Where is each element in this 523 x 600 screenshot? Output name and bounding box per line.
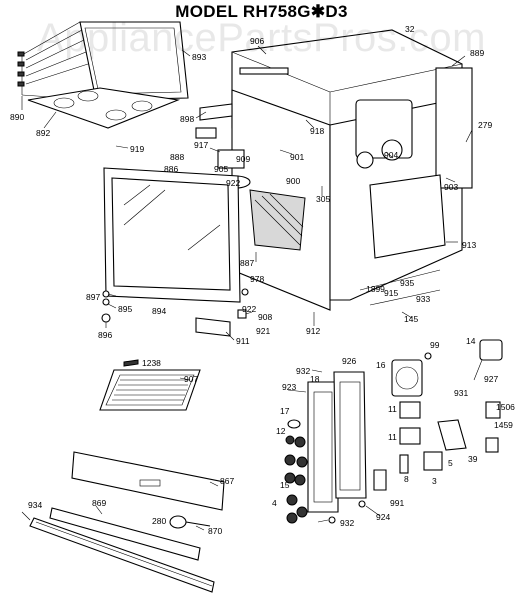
callout-904: 904 — [384, 150, 398, 160]
callout-919: 919 — [130, 144, 144, 154]
callout-39: 39 — [468, 454, 478, 464]
callout-145: 145 — [404, 314, 418, 324]
callout-889: 889 — [470, 48, 484, 58]
oven-door — [101, 167, 249, 337]
callout-898: 898 — [180, 114, 194, 124]
callout-894: 894 — [152, 306, 166, 316]
callout-934: 934 — [28, 500, 42, 510]
callout-895: 895 — [118, 304, 132, 314]
callout-911: 911 — [236, 336, 250, 346]
callout-15: 15 — [280, 480, 290, 490]
callout-932a: 932 — [296, 366, 310, 376]
callout-279: 279 — [478, 120, 492, 130]
callout-906: 906 — [250, 36, 264, 46]
watermark-text: AppliancePartsPros.com — [37, 16, 486, 60]
callout-32: 32 — [405, 24, 415, 34]
callout-923: 923 — [282, 382, 296, 392]
callout-909: 909 — [236, 154, 250, 164]
callout-933: 933 — [416, 294, 430, 304]
callout-908: 908 — [258, 312, 272, 322]
callout-869: 869 — [92, 498, 106, 508]
callout-890: 890 — [10, 112, 24, 122]
callout-labels: 893 890 892 906 32 889 279 898 918 917 9… — [10, 24, 515, 536]
callout-5: 5 — [448, 458, 453, 468]
callout-897: 897 — [86, 292, 100, 302]
callout-4: 4 — [272, 498, 277, 508]
callout-17: 17 — [280, 406, 290, 416]
callout-867: 867 — [220, 476, 234, 486]
callout-886: 886 — [164, 164, 178, 174]
lower-trim-panels — [29, 451, 225, 593]
callout-305: 305 — [316, 194, 330, 204]
callout-896: 896 — [98, 330, 112, 340]
callout-917: 917 — [194, 140, 208, 150]
callout-922a: 922 — [226, 178, 240, 188]
callout-11b: 11 — [388, 432, 397, 442]
callout-280: 280 — [152, 516, 166, 526]
callout-924: 924 — [376, 512, 390, 522]
callout-893: 893 — [192, 52, 206, 62]
callout-926: 926 — [342, 356, 356, 366]
callout-922b: 922 — [242, 304, 256, 314]
callout-1899: 1899 — [366, 284, 385, 294]
callout-leader-lines — [21, 45, 483, 531]
callout-931: 931 — [454, 388, 468, 398]
oven-bottom-panel — [27, 87, 181, 129]
callout-1238: 1238 — [142, 358, 161, 368]
callout-99: 99 — [430, 340, 440, 350]
callout-927: 927 — [484, 374, 498, 384]
callout-888: 888 — [170, 152, 184, 162]
callout-900: 900 — [286, 176, 300, 186]
callout-932b: 932 — [340, 518, 354, 528]
callout-918: 918 — [310, 126, 324, 136]
callout-12: 12 — [276, 426, 286, 436]
callout-11a: 11 — [388, 404, 397, 414]
callout-913: 913 — [462, 240, 476, 250]
callout-915: 915 — [384, 288, 398, 298]
callout-921: 921 — [256, 326, 270, 336]
callout-8: 8 — [404, 474, 409, 484]
callout-18: 18 — [310, 374, 320, 384]
callout-892: 892 — [36, 128, 50, 138]
callout-16: 16 — [376, 360, 386, 370]
diagram-title: MODEL RH758G✱D3 — [175, 2, 348, 21]
callout-991: 991 — [390, 498, 404, 508]
broiler-pan-filter — [99, 359, 201, 411]
callout-1506: 1506 — [496, 402, 515, 412]
callout-901: 901 — [290, 152, 304, 162]
oven-rack-assembly — [17, 21, 189, 101]
callout-935: 935 — [400, 278, 414, 288]
callout-912: 912 — [306, 326, 320, 336]
callout-907: 907 — [184, 374, 198, 384]
control-panel-parts — [284, 339, 503, 524]
callout-14: 14 — [466, 336, 476, 346]
callout-3: 3 — [432, 476, 437, 486]
callout-1459: 1459 — [494, 420, 513, 430]
callout-887: 887 — [240, 258, 254, 268]
callout-903: 903 — [444, 182, 458, 192]
callout-870: 870 — [208, 526, 222, 536]
oven-cabinet-body — [195, 29, 473, 311]
callout-905: 905 — [214, 164, 228, 174]
callout-978: 978 — [250, 274, 264, 284]
